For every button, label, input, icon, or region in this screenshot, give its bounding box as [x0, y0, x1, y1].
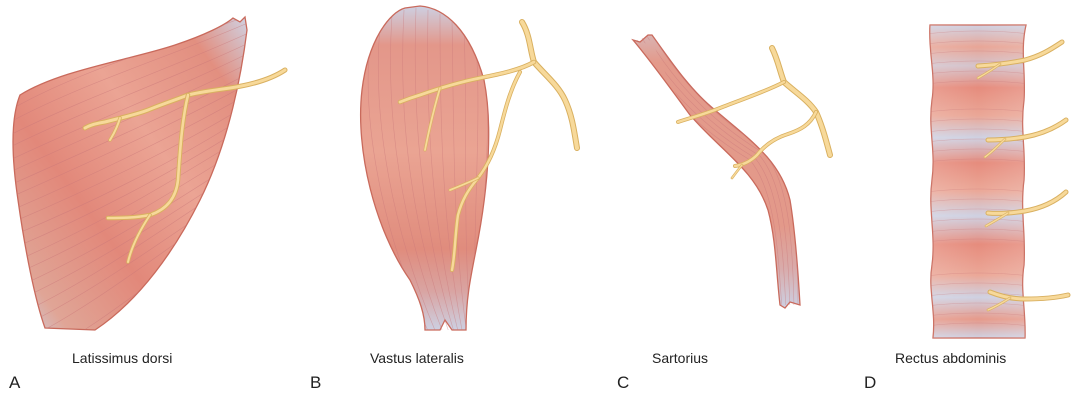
caption-sartorius: Sartorius: [652, 350, 708, 366]
panel-a-latissimus-dorsi: [10, 15, 285, 345]
panel-d-rectus-abdominis: [926, 25, 1068, 338]
panel-letter-d: D: [864, 373, 876, 393]
panel-b-vastus-lateralis: [361, 6, 577, 335]
caption-latissimus-dorsi: Latissimus dorsi: [72, 350, 172, 366]
sartorius-nerve: [678, 48, 830, 178]
caption-rectus-abdominis: Rectus abdominis: [895, 350, 1006, 366]
caption-vastus-lateralis: Vastus lateralis: [370, 350, 464, 366]
panel-c-sartorius: [632, 34, 830, 310]
latissimus-dorsi-muscle: [13, 17, 247, 330]
panel-letter-b: B: [310, 373, 321, 393]
panel-letter-a: A: [9, 373, 20, 393]
sartorius-muscle: [633, 35, 800, 308]
panel-letter-c: C: [617, 373, 629, 393]
